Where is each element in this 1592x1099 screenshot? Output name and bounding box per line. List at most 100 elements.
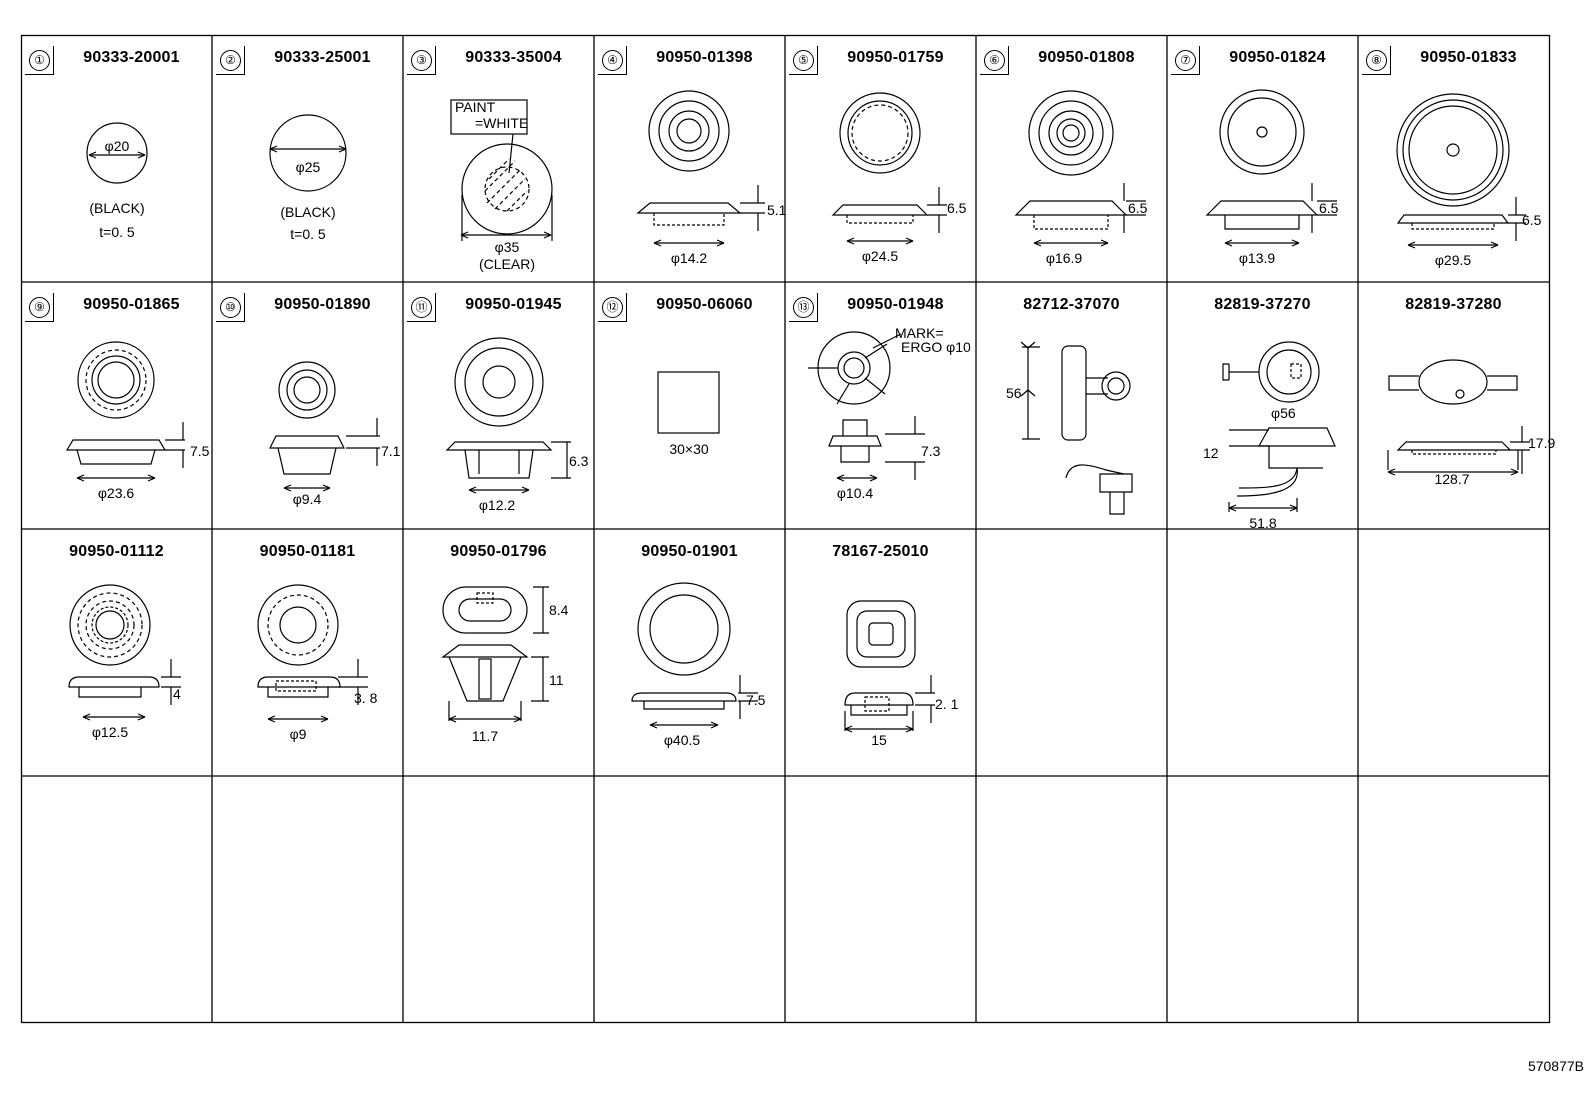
part-number: 90950-01808: [1038, 49, 1135, 66]
part-cell-6[interactable]: ⑥ 90950-01808 6.5 φ16.9: [976, 35, 1167, 282]
part-number: 90333-20001: [83, 49, 180, 66]
width-label: 15: [871, 732, 887, 748]
diameter-label: φ10.4: [837, 485, 874, 501]
item-number-badge: ⑫: [598, 293, 627, 322]
paint-color-label: =WHITE: [475, 115, 528, 131]
part-drawing: 7.5 φ23.6: [21, 322, 212, 529]
empty-cell: [212, 776, 403, 1023]
mark-label: MARK=: [895, 325, 944, 341]
part-drawing: 7.1 φ9.4: [212, 322, 403, 529]
part-cell-18[interactable]: 90950-01181 3. 8 φ9: [212, 529, 403, 776]
grommet-drawing: 7.5 φ23.6: [65, 341, 210, 501]
item-number-badge: ⑪: [407, 293, 436, 322]
part-cell-3[interactable]: ③ 90333-35004 PAINT =WHITE φ35 (CLEAR): [403, 35, 594, 282]
empty-cell: [403, 776, 594, 1023]
part-cell-8[interactable]: ⑧ 90950-01833 6.5 φ29.5: [1358, 35, 1549, 282]
grommet-drawing: 3. 8 φ9: [257, 584, 378, 742]
part-cell-10[interactable]: ⑩ 90950-01890 7.1 φ9.4: [212, 282, 403, 529]
height-label: 7.1: [381, 443, 401, 459]
diameter-label: φ40.5: [664, 732, 701, 748]
part-cell-15[interactable]: 82819-37270 φ56 12 51.8: [1167, 282, 1358, 531]
part-number: 90950-01398: [656, 49, 753, 66]
part-cell-12[interactable]: ⑫ 90950-06060 30×30: [594, 282, 785, 529]
seal-drawing: PAINT =WHITE φ35 (CLEAR): [450, 99, 553, 272]
part-drawing: MARK= ERGO φ10 7.3 φ10.4: [785, 322, 976, 529]
part-cell-11[interactable]: ⑪ 90950-01945 6.3 φ12.2: [403, 282, 594, 529]
part-number: 90950-01865: [83, 296, 180, 313]
part-number: 90950-01759: [847, 49, 944, 66]
item-number-badge: ②: [216, 46, 245, 75]
diameter-label: φ24.5: [862, 248, 899, 264]
grid-lines: [20, 34, 1551, 1024]
item-number-badge: ③: [407, 46, 436, 75]
length-label: 56: [1006, 385, 1022, 401]
part-cell-19[interactable]: 90950-01796 8.4 11 11.7: [403, 529, 594, 776]
empty-cell: [1167, 529, 1358, 776]
part-drawing: 30×30: [594, 322, 785, 529]
diameter-label: φ23.6: [98, 485, 135, 501]
part-cell-13[interactable]: ⑬ 90950-01948 MARK= ERGO φ10 7.3 φ1: [785, 282, 976, 529]
diameter-label: φ13.9: [1239, 250, 1276, 266]
part-number: 82712-37070: [1023, 296, 1120, 313]
height-label: 17.9: [1528, 435, 1555, 451]
part-number: 90950-01901: [641, 543, 738, 560]
part-drawing: 4 φ12.5: [21, 569, 212, 776]
diameter-label: φ12.5: [92, 724, 129, 740]
diameter-label: φ35: [495, 239, 520, 255]
part-cell-5[interactable]: ⑤ 90950-01759 6.5 φ24.5: [785, 35, 976, 282]
part-number: 90950-01112: [69, 543, 164, 560]
part-cell-4[interactable]: ④ 90950-01398 5.1 φ14.2: [594, 35, 787, 282]
diameter-label: φ56: [1271, 405, 1296, 421]
part-cell-17[interactable]: 90950-01112 4 φ12.5: [21, 529, 212, 776]
part-cell-21[interactable]: 78167-25010 2. 1 15: [785, 529, 976, 776]
mark-value-label: ERGO φ10: [901, 339, 971, 355]
part-drawing: φ56 12 51.8: [1167, 322, 1358, 531]
part-cell-7[interactable]: ⑦ 90950-01824 6.5 φ13.9: [1167, 35, 1358, 282]
height-label: 7.5: [190, 443, 210, 459]
part-drawing: 8.4 11 11.7: [403, 569, 594, 776]
part-cell-16[interactable]: 82819-37280 17.9 128.7: [1358, 282, 1555, 529]
part-cell-14[interactable]: 82712-37070 56: [976, 282, 1167, 529]
size-label: 30×30: [669, 441, 709, 457]
diameter-label: φ29.5: [1435, 252, 1472, 268]
part-drawing: 6.5 φ29.5: [1358, 75, 1549, 282]
diameter-label: φ12.2: [479, 497, 516, 513]
item-number-badge: ⑥: [980, 46, 1009, 75]
length-label: 128.7: [1434, 471, 1469, 487]
grommet-drawing: 7.5 φ40.5: [631, 582, 766, 748]
height-label: 6.5: [947, 200, 967, 216]
part-drawing: 2. 1 15: [785, 569, 976, 776]
height-label: 4: [173, 686, 181, 702]
diameter-label: φ9: [290, 726, 307, 742]
clip-drawing: 6.3 φ12.2: [445, 337, 589, 513]
length-label: 11.7: [472, 728, 498, 744]
item-number-badge: ①: [25, 46, 54, 75]
part-drawing: 6.5 φ16.9: [976, 75, 1167, 282]
color-label: (CLEAR): [479, 256, 535, 272]
diameter-label: φ16.9: [1046, 250, 1083, 266]
thickness-label: t=0. 5: [290, 226, 326, 242]
height-label: 2. 1: [935, 696, 959, 712]
height-label: 11: [549, 672, 564, 688]
height-label: 6.3: [569, 453, 589, 469]
part-drawing: 6.5 φ24.5: [785, 75, 976, 282]
length-label: 51.8: [1249, 515, 1276, 531]
part-cell-20[interactable]: 90950-01901 7.5 φ40.5: [594, 529, 785, 776]
washer-drawing: φ25 (BLACK) t=0. 5: [269, 114, 347, 242]
reference-code: 570877B: [1527, 1058, 1584, 1074]
item-number-badge: ④: [598, 46, 627, 75]
height-label: 3. 8: [354, 690, 378, 706]
grommet-drawing: φ56 12 51.8: [1203, 341, 1336, 531]
patch-drawing: 30×30: [657, 371, 720, 457]
diameter-label: φ9.4: [293, 491, 322, 507]
height-label: 6.5: [1522, 212, 1542, 228]
part-cell-1[interactable]: ① 90333-20001 φ20 (BLACK) t=0. 5: [21, 35, 212, 282]
washer-drawing: φ20 (BLACK) t=0. 5: [86, 122, 148, 240]
part-cell-9[interactable]: ⑨ 90950-01865 7.5 φ23.6: [21, 282, 212, 529]
empty-cell: [21, 776, 212, 1023]
part-drawing: 6.3 φ12.2: [403, 322, 594, 529]
part-cell-2[interactable]: ② 90333-25001 φ25 (BLACK) t=0. 5: [212, 35, 403, 282]
part-number: 90950-01824: [1229, 49, 1326, 66]
diameter-label: φ14.2: [671, 250, 708, 266]
item-number-badge: ⑧: [1362, 46, 1391, 75]
